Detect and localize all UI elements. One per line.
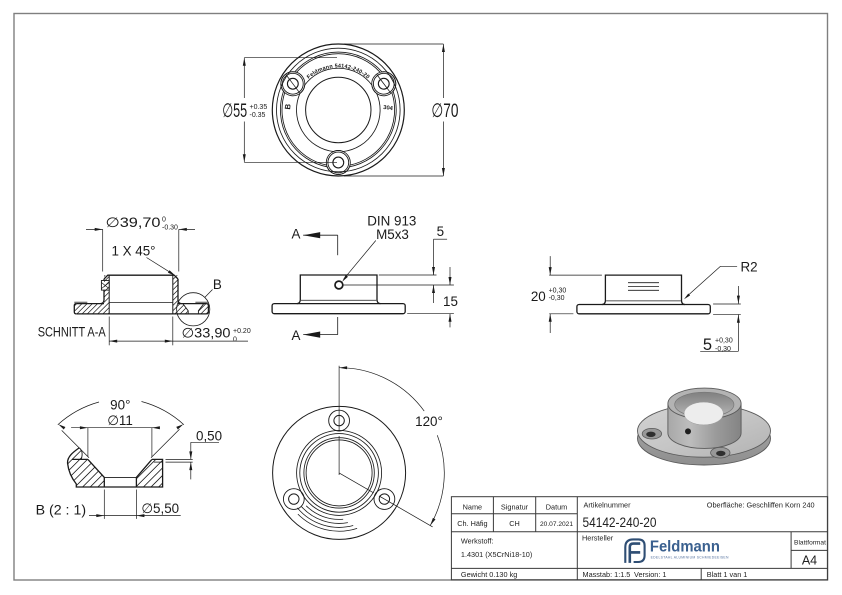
svg-text:EDELSTAHL ALUMINIUM SCHMIEDE: EDELSTAHL ALUMINIUM SCHMIEDEEISEN xyxy=(651,555,729,559)
svg-text:∅39,70: ∅39,70 xyxy=(106,215,161,230)
svg-text:90°: 90° xyxy=(110,398,130,413)
svg-text:-0,30: -0,30 xyxy=(715,346,731,353)
svg-text:1 X 45°: 1 X 45° xyxy=(111,244,155,259)
svg-text:A: A xyxy=(292,226,301,241)
svg-text:+0,30: +0,30 xyxy=(715,338,733,345)
svg-text:120°: 120° xyxy=(415,414,443,429)
svg-text:Datum: Datum xyxy=(546,503,568,512)
svg-text:DIN 913: DIN 913 xyxy=(367,214,416,229)
svg-text:A: A xyxy=(292,328,301,343)
svg-text:Hersteller: Hersteller xyxy=(582,534,614,543)
svg-text:0: 0 xyxy=(233,337,237,344)
svg-text:+0.20: +0.20 xyxy=(233,328,251,335)
svg-text:-0,30: -0,30 xyxy=(549,295,565,302)
svg-text:5: 5 xyxy=(437,224,444,239)
svg-text:304: 304 xyxy=(383,105,394,112)
svg-text:∅55: ∅55 xyxy=(222,100,247,122)
svg-text:Ch. Häfig: Ch. Häfig xyxy=(457,519,487,528)
svg-text:R2: R2 xyxy=(741,260,758,275)
svg-text:+0.35: +0.35 xyxy=(250,104,268,111)
svg-text:-0.30: -0.30 xyxy=(162,225,178,232)
svg-text:Werkstoff:: Werkstoff: xyxy=(461,537,494,546)
svg-text:A4: A4 xyxy=(802,554,817,568)
svg-text:Signatur: Signatur xyxy=(501,503,529,512)
svg-text:Feldmann: Feldmann xyxy=(650,539,720,556)
svg-text:Masstab: 1:1.5: Masstab: 1:1.5 xyxy=(583,570,631,579)
svg-text:20: 20 xyxy=(531,289,546,304)
svg-text:5: 5 xyxy=(703,336,712,354)
svg-text:Blatt 1 van 1: Blatt 1 van 1 xyxy=(707,570,748,579)
svg-text:54142-240-20: 54142-240-20 xyxy=(583,514,657,530)
svg-text:SCHNITT A-A: SCHNITT A-A xyxy=(38,325,106,340)
svg-text:0,50: 0,50 xyxy=(196,428,222,443)
svg-text:Version: 1: Version: 1 xyxy=(634,570,666,579)
svg-text:∅33,90: ∅33,90 xyxy=(182,326,231,341)
svg-text:Artikelnummer: Artikelnummer xyxy=(584,501,632,510)
svg-text:∅11: ∅11 xyxy=(107,413,133,428)
svg-text:Gewicht 0.130 kg: Gewicht 0.130 kg xyxy=(461,570,517,579)
svg-text:B: B xyxy=(283,103,293,110)
svg-text:Blattformat: Blattformat xyxy=(794,540,826,547)
svg-text:B (2 : 1): B (2 : 1) xyxy=(36,503,86,519)
svg-text:CH: CH xyxy=(509,519,520,528)
svg-text:20.07.2021: 20.07.2021 xyxy=(540,521,573,528)
svg-text:0: 0 xyxy=(162,217,166,224)
svg-text:Oberfläche: Geschliffen Korn: Oberfläche: Geschliffen Korn 240 xyxy=(707,501,815,510)
svg-text:M5x3: M5x3 xyxy=(376,227,409,242)
svg-text:∅5,50: ∅5,50 xyxy=(141,501,179,516)
svg-text:15: 15 xyxy=(443,294,458,309)
svg-text:+0,30: +0,30 xyxy=(549,288,567,295)
svg-text:1.4301 (X5CrNi18-10): 1.4301 (X5CrNi18-10) xyxy=(461,550,532,559)
svg-text:B: B xyxy=(213,277,222,292)
svg-text:Name: Name xyxy=(463,503,482,512)
svg-text:∅70: ∅70 xyxy=(431,100,458,122)
svg-text:-0.35: -0.35 xyxy=(250,112,266,119)
